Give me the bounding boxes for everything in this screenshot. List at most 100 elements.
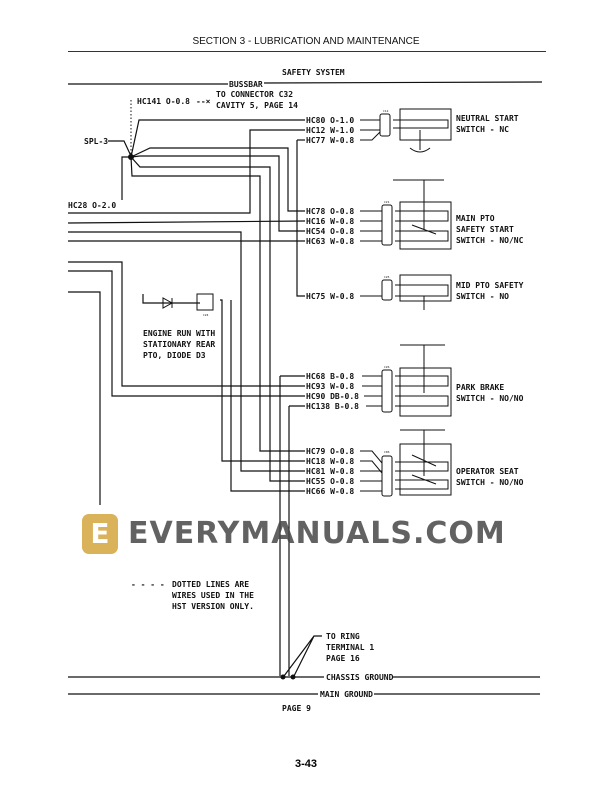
connector	[381, 369, 393, 413]
wire-label: HC63 W-0.8	[306, 237, 354, 246]
wire-label: HC66 W-0.8	[306, 487, 354, 496]
connector-label: C26	[384, 365, 390, 369]
switch-box	[399, 367, 452, 417]
wire-label: HC75 W-0.8	[306, 292, 354, 301]
wire	[67, 220, 306, 224]
switch-label: SAFETY START	[456, 225, 514, 234]
wire	[68, 261, 305, 387]
bussbar-label: BUSSBAR	[229, 80, 263, 89]
wire	[220, 299, 305, 462]
switch-operator-seat: HC79 O-0.8 HC18 W-0.8 HC81 W-0.8 HC55 O-…	[306, 429, 524, 497]
wire-label: HC55 O-0.8	[306, 477, 354, 486]
wire-label: HC81 W-0.8	[306, 467, 354, 476]
wire-label: HC68 B-0.8	[306, 372, 354, 381]
connector-label: C21	[384, 200, 390, 204]
switch-label: NEUTRAL START	[456, 114, 519, 123]
connector-label: C12	[383, 109, 389, 113]
wire-stub	[360, 450, 383, 492]
switch-contacts	[395, 344, 449, 407]
wire-label: HC18 W-0.8	[306, 457, 354, 466]
connector	[381, 455, 393, 497]
diode-note-3: PTO, DIODE D3	[143, 351, 206, 360]
wire	[130, 156, 305, 482]
switch-label: PARK BRAKE	[456, 383, 504, 392]
switch-mid-pto: HC75 W-0.8 C25 MID PTO SAFETY SWITCH - N…	[306, 274, 524, 310]
wire	[68, 270, 305, 397]
switch-contacts	[395, 429, 449, 490]
switch-neutral-start: HC80 O-1.0 HC12 W-1.0 HC77 W-0.8 C12 NEU…	[306, 108, 519, 153]
wire	[288, 405, 305, 676]
diode-connector-label: C24	[203, 313, 209, 317]
wire	[68, 231, 305, 472]
switch-label: MAIN PTO	[456, 214, 495, 223]
wire	[130, 155, 305, 232]
connector-label: C06	[384, 450, 390, 454]
connector-note-1: TO CONNECTOR C32	[216, 90, 293, 99]
wire-label: HC93 W-0.8	[306, 382, 354, 391]
switch-box	[399, 443, 452, 496]
switch-main-pto: HC78 O-0.8 HC16 W-0.8 HC54 O-0.8 HC63 W-…	[306, 179, 524, 250]
diode-connector	[196, 293, 214, 311]
wire-label: HC80 O-1.0	[306, 116, 354, 125]
wire	[296, 140, 305, 297]
connector	[381, 279, 393, 301]
diode-wire	[142, 294, 200, 304]
switch-contacts	[393, 179, 449, 242]
diode-note-1: ENGINE RUN WITH	[143, 329, 215, 338]
diode-note-2: STATIONARY REAR	[143, 340, 215, 349]
ring-leader	[283, 635, 322, 677]
wire-label: HC78 O-0.8	[306, 207, 354, 216]
ring-note-3: PAGE 16	[326, 654, 360, 663]
diode-symbol	[162, 297, 174, 309]
bussbar-line	[263, 81, 543, 84]
watermark: EVERYMANUALS.COM	[128, 516, 506, 551]
switch-contacts	[395, 284, 449, 310]
wire-label: HC79 O-0.8	[306, 447, 354, 456]
wire	[68, 129, 305, 214]
wire-label: HC138 B-0.8	[306, 402, 359, 411]
switch-label: MID PTO SAFETY	[456, 281, 524, 290]
section-header: SECTION 3 - LUBRICATION AND MAINTENANCE	[192, 36, 420, 47]
wire-label: HC16 W-0.8	[306, 217, 354, 226]
wire	[279, 375, 305, 676]
switch-park-brake: HC68 B-0.8 HC93 W-0.8 HC90 DB-0.8 HC138 …	[306, 344, 524, 417]
connector-note-2: CAVITY 5, PAGE 14	[216, 101, 298, 110]
switch-box	[399, 201, 452, 250]
wire	[130, 156, 305, 452]
switch-label: SWITCH - NO	[456, 292, 509, 301]
switch-label: SWITCH - NO/NO	[456, 394, 524, 403]
legend-symbol: - - - -	[131, 580, 165, 589]
hc141-label: HC141 O-0.8	[137, 97, 190, 106]
watermark-logo: E	[82, 514, 118, 554]
connector	[379, 113, 391, 137]
wire-stub	[362, 375, 382, 407]
wire	[121, 156, 131, 200]
wire-label: HC77 W-0.8	[306, 136, 354, 145]
splice-leader	[108, 140, 132, 157]
wire	[68, 291, 101, 505]
switch-label: SWITCH - NO/NC	[456, 236, 524, 245]
wire-stub	[360, 119, 381, 141]
main-ground-label: MAIN GROUND	[320, 690, 373, 699]
header-rule	[68, 51, 546, 52]
switch-box	[399, 274, 452, 302]
ring-note-2: TERMINAL 1	[326, 643, 374, 652]
legend-text-3: HST VERSION ONLY.	[172, 602, 254, 611]
connector-label: C25	[384, 275, 390, 279]
wire-stub	[360, 210, 382, 242]
legend-text-2: WIRES USED IN THE	[172, 591, 254, 600]
connector	[381, 204, 393, 246]
hc28-label: HC28 O-2.0	[68, 201, 116, 210]
switch-contacts	[393, 119, 449, 153]
page-ref: PAGE 9	[282, 704, 311, 713]
wire-label: HC12 W-1.0	[306, 126, 354, 135]
switch-label: OPERATOR SEAT	[456, 467, 519, 476]
switch-label: SWITCH - NO/NO	[456, 478, 524, 487]
switch-box	[399, 108, 452, 141]
wire	[130, 147, 305, 212]
hc141-end: --×	[196, 97, 211, 106]
wire	[130, 119, 305, 158]
chassis-ground-label: CHASSIS GROUND	[326, 673, 394, 682]
diagram-title: SAFETY SYSTEM	[282, 68, 345, 77]
